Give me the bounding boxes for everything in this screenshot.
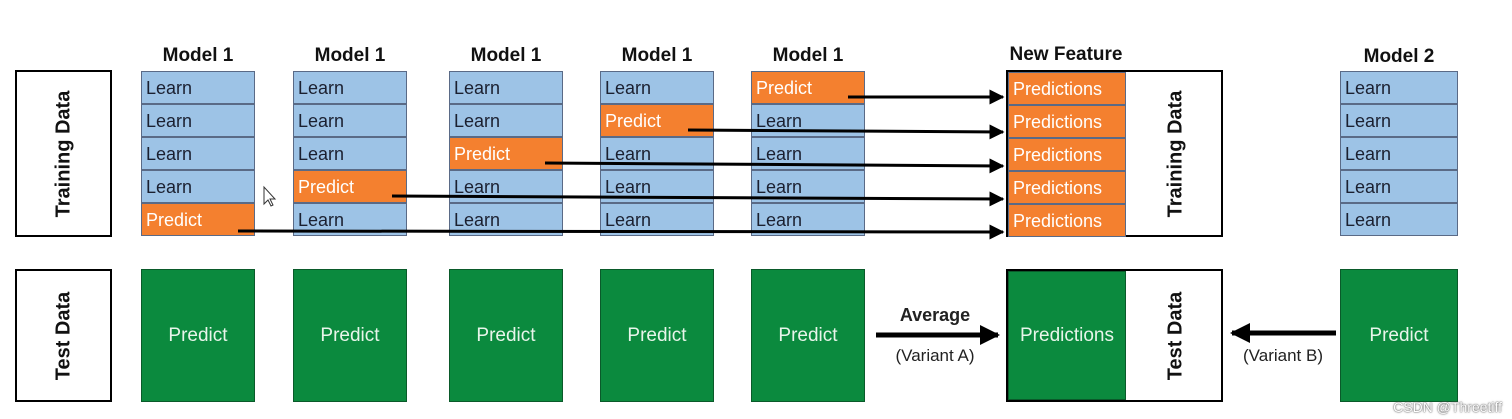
mouse-cursor-icon [263, 185, 277, 207]
average-label: Average [899, 305, 971, 325]
variant-b-label: (Variant B) [1243, 346, 1323, 365]
learn-cell: Learn [600, 137, 714, 170]
test-predict-block: Predict [751, 269, 865, 402]
new-feature-test-predictions: Predictions [1008, 271, 1126, 400]
test-predict-block: Predict [141, 269, 255, 402]
predict-cell: Predict [751, 71, 865, 104]
training-data-label-box: Training Data [15, 70, 112, 237]
learn-cell: Learn [293, 137, 407, 170]
learn-cell: Learn [141, 170, 255, 203]
learn-cell: Learn [141, 137, 255, 170]
predictions-cell: Predictions [1008, 138, 1126, 171]
learn-cell: Learn [449, 71, 563, 104]
test-predict-block: Predict [449, 269, 563, 402]
model1-title: Model 1 [162, 45, 234, 66]
model1-title: Model 1 [772, 45, 844, 66]
model2-learn-cell: Learn [1340, 203, 1458, 236]
new-feature-title: New Feature [1009, 44, 1123, 65]
variant-a-label: (Variant A) [895, 346, 975, 365]
predictions-cell: Predictions [1008, 72, 1126, 105]
predict-cell: Predict [449, 137, 563, 170]
learn-cell: Learn [293, 104, 407, 137]
model2-learn-cell: Learn [1340, 137, 1458, 170]
watermark: CSDN @Threetiff [1393, 399, 1502, 415]
test-data-label-box: Test Data [15, 269, 112, 402]
model1-title: Model 1 [621, 45, 693, 66]
learn-cell: Learn [449, 203, 563, 236]
learn-cell: Learn [449, 104, 563, 137]
model2-learn-cell: Learn [1340, 104, 1458, 137]
learn-cell: Learn [751, 104, 865, 137]
new-feature-training-label: Training Data [1164, 90, 1187, 217]
learn-cell: Learn [293, 203, 407, 236]
test-data-label: Test Data [52, 291, 74, 380]
learn-cell: Learn [600, 203, 714, 236]
test-predict-block: Predict [600, 269, 714, 402]
learn-cell: Learn [751, 203, 865, 236]
model1-title: Model 1 [470, 45, 542, 66]
learn-cell: Learn [449, 170, 563, 203]
learn-cell: Learn [141, 71, 255, 104]
predictions-cell: Predictions [1008, 105, 1126, 138]
model1-title: Model 1 [314, 45, 386, 66]
predict-cell: Predict [600, 104, 714, 137]
model2-learn-cell: Learn [1340, 170, 1458, 203]
learn-cell: Learn [600, 170, 714, 203]
test-predict-block: Predict [293, 269, 407, 402]
model2-title: Model 2 [1363, 46, 1435, 67]
predict-cell: Predict [293, 170, 407, 203]
learn-cell: Learn [600, 71, 714, 104]
learn-cell: Learn [751, 170, 865, 203]
predictions-cell: Predictions [1008, 171, 1126, 204]
model2-learn-cell: Learn [1340, 71, 1458, 104]
predictions-cell: Predictions [1008, 204, 1126, 237]
predict-cell: Predict [141, 203, 255, 236]
training-data-label: Training Data [52, 90, 74, 217]
learn-cell: Learn [293, 71, 407, 104]
learn-cell: Learn [141, 104, 255, 137]
learn-cell: Learn [751, 137, 865, 170]
model2-test-predict: Predict [1340, 269, 1458, 402]
new-feature-test-label: Test Data [1164, 291, 1187, 380]
